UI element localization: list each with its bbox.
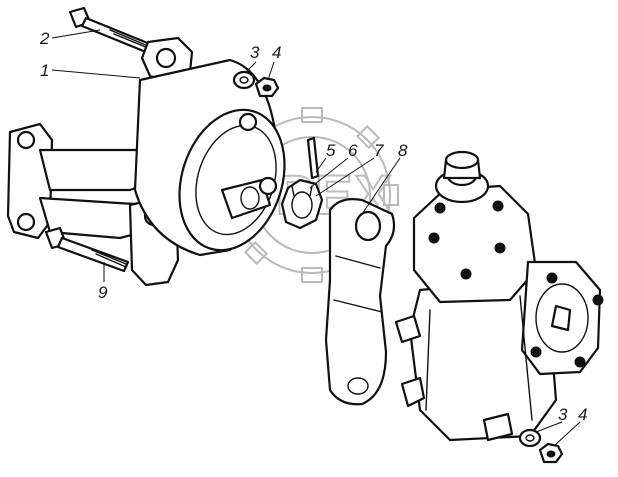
part-washer-lower [518,428,542,448]
callout-9: 9 [98,283,108,302]
leader-8 [361,157,401,215]
part-washer-upper [232,70,256,90]
part-steering-gear [394,150,604,442]
leader-3-lower [535,421,563,433]
part-nut-upper [254,76,280,98]
part-bracket [6,36,286,287]
callout-4-upper: 4 [272,43,281,62]
callout-6: 6 [348,141,358,160]
leader-6 [309,157,349,189]
leader-7 [315,157,375,197]
callout-2: 2 [39,29,50,48]
callout-labels: 2 1 3 4 5 6 7 8 9 3 4 [39,29,587,424]
callout-3-upper: 3 [250,43,260,62]
leader-5 [315,157,327,173]
callout-5: 5 [326,141,336,160]
leader-4-lower [553,421,581,447]
leader-lines [51,29,581,447]
part-bolt-lower [44,226,130,273]
part-cotter-pin [306,136,320,180]
callout-4-lower: 4 [578,405,587,424]
leader-2 [51,29,101,39]
callout-3-lower: 3 [558,405,568,424]
leader-4-upper [267,61,275,81]
callout-8: 8 [398,141,408,160]
part-castle-nut [280,178,324,230]
callout-7: 7 [374,141,384,160]
part-nut-lower [538,442,564,464]
part-bolt-upper [68,6,152,54]
callout-1: 1 [40,61,49,80]
leader-3-upper [245,61,257,73]
part-pitman-arm [324,198,396,406]
leader-1 [51,69,141,79]
